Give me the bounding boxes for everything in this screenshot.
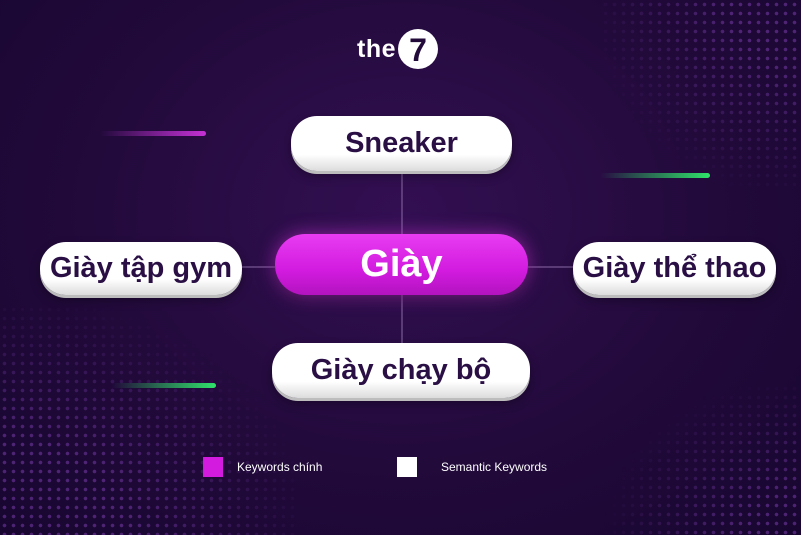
decorative-streak-green-bottom: [112, 383, 216, 388]
legend-swatch-magenta: [203, 457, 223, 477]
legend-label-semantic: Semantic Keywords: [441, 460, 548, 474]
legend-semantic-keyword: Semantic Keywords: [397, 457, 547, 477]
decorative-streak-green-top: [600, 173, 710, 178]
logo: the 7: [357, 28, 438, 70]
node-main-keyword: Giày: [275, 234, 528, 295]
legend-label-main: Keywords chính: [237, 460, 323, 474]
logo-badge-number: 7: [409, 32, 427, 68]
legend-swatch-white: [397, 457, 417, 477]
decorative-streak-magenta: [100, 131, 206, 136]
node-gym-shoes: Giày tập gym: [40, 242, 242, 295]
node-sneaker: Sneaker: [291, 116, 512, 171]
node-running-shoes: Giày chạy bộ: [272, 343, 530, 398]
logo-badge: 7: [398, 29, 438, 69]
legend-main-keyword: Keywords chính: [203, 457, 322, 477]
node-sports-shoes: Giày thể thao: [573, 242, 776, 295]
logo-text: the: [357, 34, 396, 63]
